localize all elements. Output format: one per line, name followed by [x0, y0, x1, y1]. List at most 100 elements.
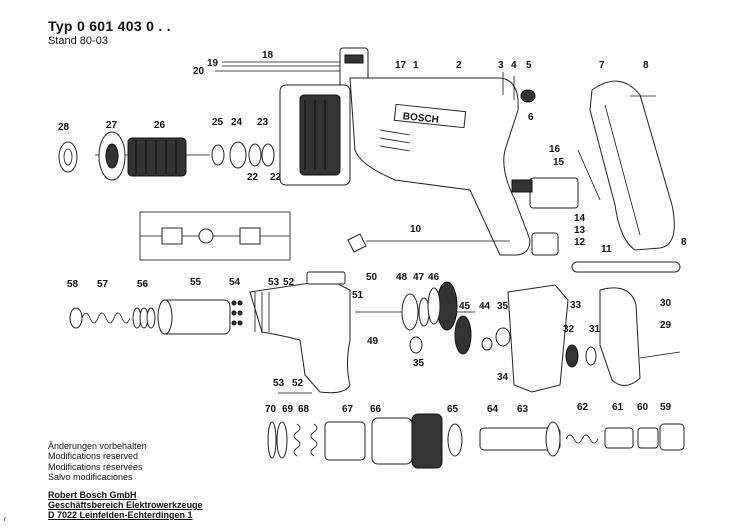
callout-57: 57	[97, 279, 109, 290]
housing-33	[507, 284, 569, 393]
callout-67: 67	[342, 404, 354, 415]
screw-29	[639, 351, 681, 359]
cable-clamp	[531, 232, 559, 256]
fan	[98, 131, 126, 181]
disclaimer-notes: Änderungen vorbehalten Modifications res…	[48, 441, 147, 482]
bearing-32	[565, 344, 579, 368]
callout-58: 58	[67, 279, 79, 290]
callout-44: 44	[479, 301, 491, 312]
callout-65: 65	[447, 404, 459, 415]
sleeve-55	[157, 299, 231, 335]
callout-31: 31	[589, 324, 601, 335]
callout-35-top: 35	[497, 301, 509, 312]
callout-13: 13	[574, 225, 586, 236]
callout-10: 10	[410, 224, 422, 235]
callout-64: 64	[487, 404, 499, 415]
motor-housing: BOSCH	[349, 77, 531, 256]
callout-70: 70	[265, 404, 277, 415]
company-address: Robert Bosch GmbH Geschäftsbereich Elekt…	[48, 490, 203, 520]
callout-18: 18	[262, 50, 274, 61]
callout-20: 20	[193, 66, 205, 77]
note-line: Salvo modificaciones	[48, 471, 133, 482]
callout-52-top: 52	[283, 277, 295, 288]
spindle-gear-set	[355, 281, 511, 355]
callout-8-bottom: 8	[681, 237, 687, 248]
ring-stack-56	[132, 307, 156, 329]
callout-19: 19	[207, 58, 219, 69]
drawing-revision: Stand 80-03	[48, 35, 108, 47]
ball-set-54	[231, 300, 243, 326]
company-division: Geschäftsbereich Elektrowerkzeuge	[48, 500, 203, 510]
callout-55: 55	[190, 277, 202, 288]
callout-27: 27	[106, 120, 118, 131]
callout-1: 1	[413, 60, 419, 71]
callout-5: 5	[526, 60, 532, 71]
callout-52-bottom: 52	[292, 378, 304, 389]
brand-label: BOSCH	[402, 111, 439, 126]
callout-26: 26	[154, 120, 166, 131]
callout-23: 23	[257, 117, 269, 128]
callout-16: 16	[549, 144, 561, 155]
callout-labels: 1 2 3 4 5 6 7 8 8 10 11 12 13 14 15 16 1…	[58, 50, 687, 415]
power-cable	[347, 233, 510, 253]
callout-8-top: 8	[643, 60, 649, 71]
callout-25: 25	[212, 117, 224, 128]
callout-51: 51	[352, 290, 364, 301]
company-location: D 7022 Leinfelden-Echterdingen 1	[48, 510, 193, 520]
callout-35-bottom: 35	[413, 358, 425, 369]
callout-61: 61	[612, 402, 624, 413]
callout-12: 12	[574, 237, 586, 248]
callout-45: 45	[459, 301, 471, 312]
washer-58	[69, 307, 83, 329]
callout-22-right: 22	[270, 172, 282, 183]
callout-7: 7	[599, 60, 605, 71]
callout-62: 62	[577, 402, 589, 413]
callout-47: 47	[413, 272, 425, 283]
callout-54: 54	[229, 277, 241, 288]
callout-32: 32	[563, 324, 575, 335]
callout-15: 15	[553, 157, 565, 168]
callout-48: 48	[396, 272, 408, 283]
callout-33: 33	[570, 300, 582, 311]
washer-stack	[211, 141, 275, 169]
callout-14: 14	[574, 213, 586, 224]
callout-59: 59	[660, 402, 672, 413]
small-screws	[502, 72, 536, 103]
callout-53-top: 53	[268, 277, 280, 288]
note-line: Änderungen vorbehalten	[48, 441, 147, 451]
wiring-schematic	[139, 211, 291, 261]
callout-2: 2	[456, 60, 462, 71]
callout-3: 3	[498, 60, 504, 71]
corner-mark: r	[4, 517, 6, 523]
spring-57	[81, 312, 131, 324]
trigger-switch	[511, 149, 601, 209]
callout-6: 6	[528, 112, 534, 123]
callout-28: 28	[58, 122, 70, 133]
callout-30: 30	[660, 298, 672, 309]
cover-30	[599, 287, 641, 386]
callout-4: 4	[511, 60, 517, 71]
callout-29: 29	[660, 320, 672, 331]
note-line: Modifications réservées	[48, 461, 143, 472]
bottom-parts	[267, 413, 685, 469]
callout-24: 24	[231, 117, 243, 128]
drawing-title: Typ 0 601 403 0 . .	[48, 18, 171, 34]
callout-34: 34	[497, 372, 509, 383]
bearing-28	[58, 141, 78, 173]
washer-31	[585, 346, 597, 366]
field-coil	[279, 84, 351, 186]
callout-69: 69	[282, 404, 294, 415]
callout-68: 68	[298, 404, 310, 415]
callout-22-left: 22	[247, 172, 259, 183]
handle	[589, 80, 675, 251]
callout-63: 63	[517, 404, 529, 415]
rod-11	[571, 261, 681, 273]
callout-17: 17	[395, 60, 407, 71]
wire-set	[215, 61, 352, 72]
callout-56: 56	[137, 279, 149, 290]
company-name: Robert Bosch GmbH	[48, 490, 137, 500]
callout-50: 50	[366, 272, 378, 283]
callout-53-bottom: 53	[273, 378, 285, 389]
gear-housing	[249, 271, 351, 394]
